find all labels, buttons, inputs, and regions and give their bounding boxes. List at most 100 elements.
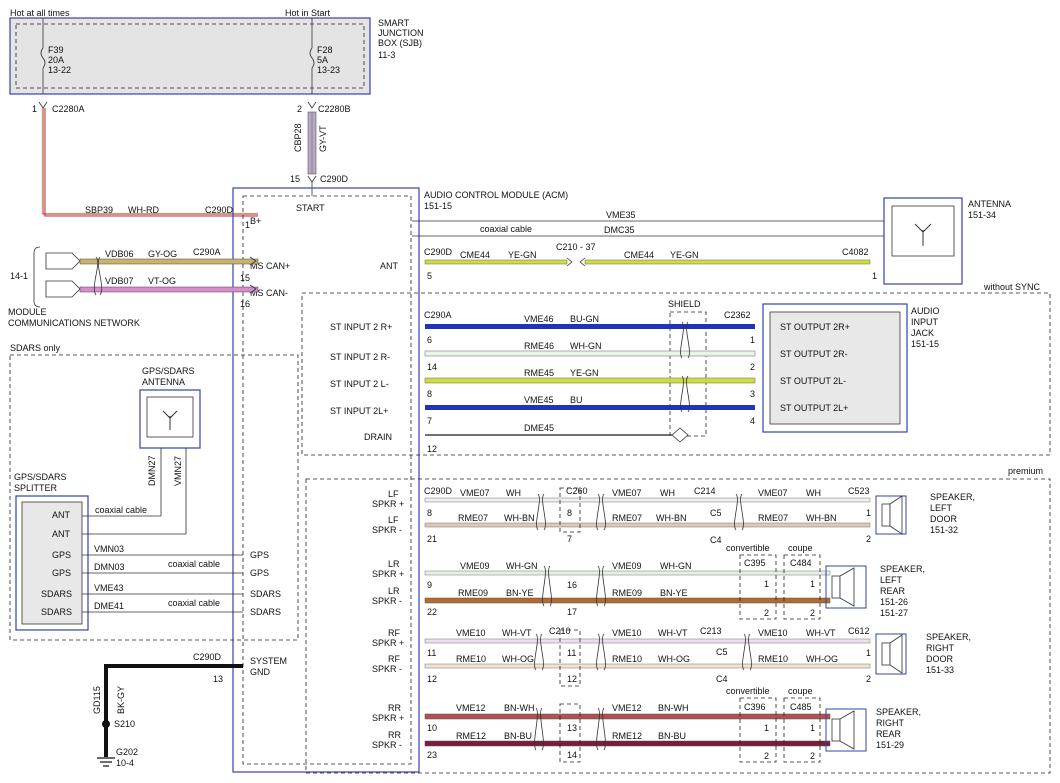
ant-pin-5: 5 [427, 271, 432, 281]
lr-bnye-a: BN-YE [506, 588, 534, 598]
vme35-label: VME35 [606, 210, 636, 220]
c214-label: C214 [694, 486, 716, 496]
rr-c396-pin-2: 2 [764, 751, 769, 761]
rf-c4: C4 [716, 674, 728, 684]
pin-sdars-1: SDARS [250, 589, 281, 599]
rr-speaker-title-2: RIGHT [876, 718, 905, 728]
pin-rf-plus-b: SPKR + [372, 638, 404, 648]
rf-c5: C5 [716, 647, 728, 657]
rr-vme12-a: VME12 [456, 703, 486, 713]
lf-whbn-a: WH-BN [504, 513, 535, 523]
antenna-icon [914, 223, 932, 246]
rr-pin-14: 14 [567, 750, 577, 760]
rf-vme10-c: VME10 [758, 628, 788, 638]
mscan-ref: 14-1 [10, 271, 28, 281]
lf-vme07-c: VME07 [758, 488, 788, 498]
splice-label: S210 [114, 719, 135, 729]
vdb07-color: VT-OG [148, 276, 176, 286]
lf-speaker-ref: 151-32 [930, 525, 958, 535]
cbp28-wire: CBP28 GY-VT 15 C290D [290, 111, 349, 196]
rf-spk-pin-2: 2 [866, 674, 871, 684]
lr-speaker-ref-2: 151-27 [880, 608, 908, 618]
vme45-label: VME45 [524, 395, 554, 405]
lf-rme07-b: RME07 [612, 513, 642, 523]
rf-whvt-c: WH-VT [806, 628, 836, 638]
sdars-only-label: SDARS only [10, 343, 61, 353]
pin-lr-plus-b: SPKR + [372, 569, 404, 579]
premium-label: premium [1008, 466, 1043, 476]
rr-speaker-title: SPEAKER, [876, 707, 921, 717]
rr-c396-pin-1: 1 [764, 723, 769, 733]
c210-37-label: C210 - 37 [556, 242, 596, 252]
rf-rme10-b: RME10 [612, 654, 642, 664]
lr-vme09-b: VME09 [612, 561, 642, 571]
rr-speaker-circuit: VME12 BN-WH VME12 BN-WH RME12 BN-BU RME1… [424, 686, 921, 763]
lf-spk-pin-2: 2 [866, 534, 871, 544]
pin-lf-plus-b: SPKR + [372, 499, 404, 509]
cme44-color-b: YE-GN [670, 250, 699, 260]
antenna-title: ANTENNA [968, 199, 1011, 209]
c2280b-label: C2280B [318, 104, 351, 114]
acm-start: START [296, 203, 325, 213]
splitter-gps-2: GPS [52, 568, 71, 578]
bplus-wire: SBP39 WH-RD C290D 1 [41, 108, 258, 230]
lr-pin-16: 16 [567, 580, 577, 590]
pin-st2rm: ST INPUT 2 R- [330, 352, 390, 362]
rme46-label: RME46 [524, 341, 554, 351]
jack-pin-4: 4 [750, 416, 755, 426]
pin-lf-plus-a: LF [388, 489, 399, 499]
sjb-ref: 11-3 [378, 50, 395, 60]
pin-st2lp: ST INPUT 2L+ [330, 406, 388, 416]
jack-out-2rp: ST OUTPUT 2R+ [780, 322, 850, 332]
mscan-pin-16: 16 [240, 299, 250, 309]
lr-speaker-circuit: VME09 WH-GN VME09 WH-GN RME09 BN-YE RME0… [424, 543, 925, 620]
lr-convertible: convertible [726, 543, 770, 553]
pin-st2lm: ST INPUT 2 L- [330, 379, 389, 389]
pin-rr-plus-b: SPKR + [372, 713, 404, 723]
pin-bplus: B+ [250, 216, 261, 226]
splitter-title-2: SPLITTER [14, 483, 58, 493]
rf-pin-12: 12 [427, 674, 437, 684]
jack-pin-2: 2 [750, 362, 755, 372]
lr-bnye-b: BN-YE [660, 588, 688, 598]
mscan-name-1: MODULE [8, 307, 47, 317]
rf-whog-a: WH-OG [502, 654, 534, 664]
rf-vme10-a: VME10 [456, 628, 486, 638]
vme46-color: BU-GN [570, 314, 599, 324]
dmn27-label: DMN27 [147, 455, 157, 486]
rr-pin-13: 13 [567, 723, 577, 733]
rf-rme10-a: RME10 [456, 654, 486, 664]
rf-pin-11b: 11 [567, 648, 576, 658]
lr-speaker-ref-1: 151-26 [880, 597, 908, 607]
cme44-label-a: CME44 [460, 250, 490, 260]
fuse-f28-ref: 13-23 [317, 65, 340, 75]
rf-pin-12b: 12 [567, 674, 577, 684]
lf-whbn-b: WH-BN [656, 513, 687, 523]
premium-block: premium C290D VME07 WH C260 VME07 WH C21… [305, 466, 1051, 774]
sdars-coax-2: coaxial cable [168, 559, 220, 569]
sync-pin-6: 6 [427, 335, 432, 345]
lr-whgn-a: WH-GN [506, 561, 538, 571]
vdb07-label: VDB07 [105, 276, 134, 286]
pin-sysgnd-1: SYSTEM [250, 656, 287, 666]
rf-vme10-b: VME10 [612, 628, 642, 638]
rr-coupe: coupe [788, 686, 813, 696]
antenna-icon [162, 410, 178, 430]
vmn27-label: VMN27 [173, 456, 183, 486]
acm-ref: 151-15 [424, 201, 452, 211]
vmn03-label: VMN03 [94, 544, 124, 554]
lr-pin-17: 17 [567, 607, 577, 617]
lf-c4: C4 [710, 535, 722, 545]
sync-pin-7: 7 [427, 416, 432, 426]
lr-whgn-b: WH-GN [660, 561, 692, 571]
sdars-antenna-title-2: ANTENNA [142, 377, 185, 387]
lr-speaker-title: SPEAKER, [880, 564, 925, 574]
rr-speaker-title-3: REAR [876, 729, 902, 739]
rr-c485-pin-1: 1 [810, 723, 815, 733]
rf-pin-11: 11 [427, 648, 436, 658]
speaker-icon [825, 708, 867, 752]
rr-rme12-a: RME12 [456, 731, 486, 741]
vdb06-color: GY-OG [148, 249, 177, 259]
dme41-label: DME41 [94, 601, 124, 611]
